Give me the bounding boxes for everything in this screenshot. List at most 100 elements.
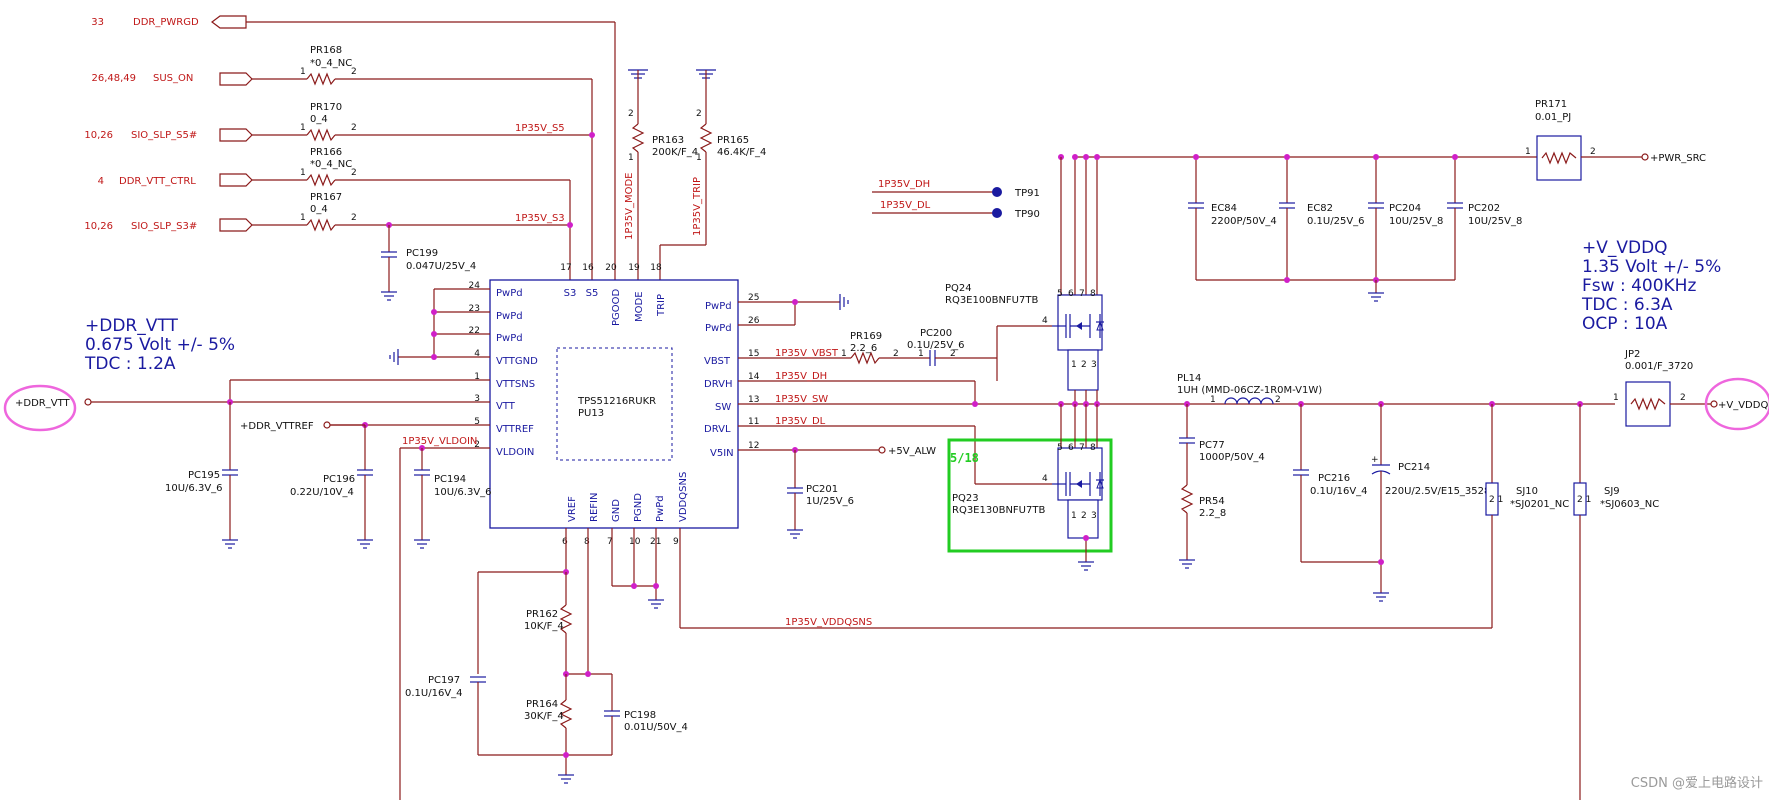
svg-text:0.01U/50V_4: 0.01U/50V_4 <box>624 722 688 733</box>
svg-text:TDC : 6.3A: TDC : 6.3A <box>1581 295 1673 315</box>
svg-text:2: 2 <box>950 349 956 359</box>
resistor-pr163: 2 1 PR163 200K/F_4 1P35V_MODE <box>624 69 698 280</box>
svg-text:VTTREF: VTTREF <box>496 424 534 435</box>
watermark: CSDN @爱上电路设计 <box>1631 775 1763 791</box>
input-signal-sio-slp-s3: 10,26 SIO_SLP_S3# 1 2 PR167 0_4 1P35V_S3 <box>84 192 573 232</box>
svg-text:0.22U/10V_4: 0.22U/10V_4 <box>290 487 354 498</box>
svg-text:1: 1 <box>300 213 306 223</box>
svg-text:+5V_ALW: +5V_ALW <box>888 446 936 457</box>
svg-text:0.1U/25V_6: 0.1U/25V_6 <box>1307 216 1365 227</box>
pr168-pin2: 2 <box>351 67 357 77</box>
svg-text:PR168: PR168 <box>310 45 342 56</box>
test-points: 1P35V_DH TP91 1P35V_DL TP90 <box>872 179 1040 220</box>
svg-text:1P35V_TRIP: 1P35V_TRIP <box>692 177 703 236</box>
highlight-box-pq23 <box>947 438 1113 553</box>
svg-text:10,26: 10,26 <box>84 221 113 232</box>
svg-text:4: 4 <box>98 176 104 187</box>
offpage-connector-sus-on <box>219 72 253 86</box>
offpage-connector-sio-slp-s5 <box>219 128 253 142</box>
svg-text:1: 1 <box>918 349 924 359</box>
svg-text:2: 2 <box>351 123 357 133</box>
svg-text:2 1: 2 1 <box>1489 495 1503 505</box>
svg-text:PC200: PC200 <box>920 328 952 339</box>
svg-text:1: 1 <box>696 153 702 163</box>
chip-right-pins: 25 PwPd 26 PwPd 15 VBST 1P35V_VBST 1 2 1… <box>704 293 1615 485</box>
svg-text:8: 8 <box>584 537 590 547</box>
svg-text:2: 2 <box>351 168 357 178</box>
svg-text:2: 2 <box>1081 360 1087 370</box>
vref-network: PC197 0.1U/16V_4 PR162 10K/F_4 PC198 0.0… <box>405 569 688 784</box>
svg-text:2: 2 <box>1081 511 1087 521</box>
svg-text:6: 6 <box>1068 289 1074 299</box>
svg-text:PU13: PU13 <box>578 408 604 419</box>
svg-text:PwPd: PwPd <box>496 288 523 299</box>
svg-text:PR166: PR166 <box>310 147 342 158</box>
svg-text:1: 1 <box>474 372 480 382</box>
svg-text:2: 2 <box>474 440 480 450</box>
svg-text:PC199: PC199 <box>406 248 438 259</box>
svg-text:13: 13 <box>748 395 759 405</box>
svg-text:OCP : 10A: OCP : 10A <box>1582 314 1668 334</box>
svg-text:V5IN: V5IN <box>710 448 734 459</box>
svg-text:PwPd: PwPd <box>496 333 523 344</box>
svg-text:PR163: PR163 <box>652 135 684 146</box>
svg-text:1: 1 <box>841 349 847 359</box>
svg-text:PR169: PR169 <box>850 331 882 342</box>
svg-text:33: 33 <box>91 17 104 28</box>
svg-text:6: 6 <box>1068 443 1074 453</box>
svg-text:1P35V_MODE: 1P35V_MODE <box>624 173 635 240</box>
svg-text:SUS_ON: SUS_ON <box>153 73 193 84</box>
input-signal-sio-slp-s5: 10,26 SIO_SLP_S5# 1 2 PR170 0_4 1P35V_S5 <box>84 102 595 142</box>
svg-text:1: 1 <box>1525 147 1531 157</box>
svg-text:5: 5 <box>474 417 480 427</box>
svg-text:*SJ0201_NC: *SJ0201_NC <box>1510 499 1569 510</box>
svg-text:0_4: 0_4 <box>310 204 328 215</box>
svg-text:0.1U/16V_4: 0.1U/16V_4 <box>405 688 463 699</box>
svg-text:2: 2 <box>1590 147 1596 157</box>
svg-text:10K/F_4: 10K/F_4 <box>524 621 564 632</box>
svg-text:S3: S3 <box>564 288 577 299</box>
svg-text:11: 11 <box>748 417 759 427</box>
svg-text:0.047U/25V_4: 0.047U/25V_4 <box>406 261 476 272</box>
svg-text:12: 12 <box>748 441 759 451</box>
svg-text:VBST: VBST <box>704 356 731 367</box>
svg-text:1P35V_DH: 1P35V_DH <box>878 179 930 190</box>
svg-text:PC216: PC216 <box>1318 473 1350 484</box>
chip-left-pins: 24 PwPd 23 PwPd 22 PwPd 4 VTTGND 1 VTTSN… <box>88 281 538 800</box>
svg-text:PwPd: PwPd <box>655 495 666 522</box>
capacitor-pc201: PC201 1U/25V_6 <box>787 450 854 539</box>
svg-text:RQ3E100BNFU7TB: RQ3E100BNFU7TB <box>945 295 1038 306</box>
svg-text:26,48,49: 26,48,49 <box>91 73 136 84</box>
svg-text:+V_VDDQ: +V_VDDQ <box>1718 400 1768 411</box>
svg-text:10,26: 10,26 <box>84 130 113 141</box>
svg-text:PR165: PR165 <box>717 135 749 146</box>
svg-text:JP2: JP2 <box>1624 349 1640 360</box>
svg-text:TP90: TP90 <box>1014 209 1040 220</box>
svg-text:8: 8 <box>1090 289 1096 299</box>
svg-text:VREF: VREF <box>567 496 578 522</box>
highlight-circle-v-vddq <box>1704 377 1769 431</box>
svg-text:4: 4 <box>1042 474 1048 484</box>
svg-text:+: + <box>1371 455 1379 465</box>
svg-text:0.01_PJ: 0.01_PJ <box>1535 112 1571 123</box>
svg-text:220U/2.5V/E15_3528: 220U/2.5V/E15_3528 <box>1385 486 1490 497</box>
svg-text:PL14: PL14 <box>1177 373 1201 384</box>
svg-text:+DDR_VTT: +DDR_VTT <box>85 316 178 336</box>
svg-text:7: 7 <box>607 537 613 547</box>
svg-text:1: 1 <box>300 168 306 178</box>
solder-jumpers: 2 1 SJ10 *SJ0201_NC 2 1 SJ9 *SJ0603_NC <box>1485 401 1659 800</box>
svg-text:SIO_SLP_S5#: SIO_SLP_S5# <box>131 130 197 141</box>
svg-text:*SJ0603_NC: *SJ0603_NC <box>1600 499 1659 510</box>
svg-text:PC204: PC204 <box>1389 203 1421 214</box>
svg-text:PQ24: PQ24 <box>945 283 972 294</box>
svg-text:TRIP: TRIP <box>656 294 667 317</box>
svg-text:1P35V_DL: 1P35V_DL <box>880 200 931 211</box>
svg-text:PC214: PC214 <box>1398 462 1430 473</box>
svg-text:1: 1 <box>1613 393 1619 403</box>
svg-text:30K/F_4: 30K/F_4 <box>524 711 564 722</box>
svg-text:2: 2 <box>1680 393 1686 403</box>
svg-text:PR164: PR164 <box>526 699 558 710</box>
svg-text:2: 2 <box>1275 395 1281 405</box>
svg-text:VLDOIN: VLDOIN <box>496 447 534 458</box>
